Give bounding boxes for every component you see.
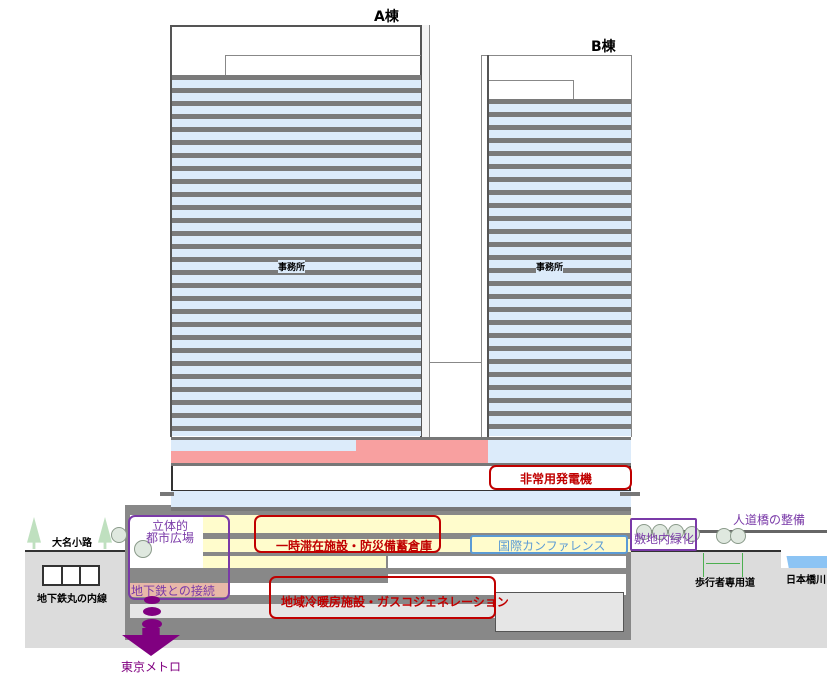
conference-label: 国際カンファレンス xyxy=(498,539,606,553)
conference-box xyxy=(470,535,628,554)
subway-line-label: 地下鉄丸の内線 xyxy=(37,594,107,605)
lobby xyxy=(171,489,631,511)
bridge-label: 人道橋の整備 xyxy=(733,513,806,527)
pink-floor-2 xyxy=(356,440,488,452)
tree-icon xyxy=(111,527,127,543)
greening-box xyxy=(630,518,697,551)
energy-label: 地域冷暖房施設・ガスコジェネレーション xyxy=(281,595,509,609)
river-water xyxy=(786,556,827,568)
tree-icon xyxy=(27,517,41,549)
pink-floor xyxy=(171,451,488,463)
metro-label: 東京メトロ xyxy=(121,660,182,674)
b3 xyxy=(130,604,500,618)
tower-b-roof-step xyxy=(489,80,574,99)
tower-a-core xyxy=(422,25,430,437)
street-label: 大名小路 xyxy=(52,538,92,549)
b2-white xyxy=(388,556,626,568)
generator-box xyxy=(489,465,632,490)
tree-icon xyxy=(652,524,668,540)
subway-tunnel xyxy=(42,565,100,586)
connector xyxy=(430,362,482,437)
energy-box xyxy=(269,576,496,619)
b2-yellow xyxy=(203,556,386,568)
walkway-arrow-icon xyxy=(703,553,743,577)
connection-dots xyxy=(142,596,162,629)
river-label: 日本橋川 xyxy=(786,575,826,586)
ledge-right xyxy=(620,492,640,496)
generator-label: 非常用発電機 xyxy=(520,472,593,486)
tower-b-office-label: 事務所 xyxy=(536,260,564,273)
b1-yellow xyxy=(203,515,631,533)
tower-b-label: B棟 xyxy=(591,39,616,55)
tower-a-roof-step xyxy=(225,55,421,75)
ledge-left xyxy=(160,492,174,496)
tree-icon xyxy=(98,517,112,549)
walkway-label: 歩行者専用道 xyxy=(695,578,755,589)
tree-icon xyxy=(134,540,152,558)
tree-icon xyxy=(668,524,684,540)
shelter-label: 一時滞在施設・防災備蓄倉庫 xyxy=(276,539,433,553)
tower-a-office-label: 事務所 xyxy=(278,260,306,273)
tower-b-inner xyxy=(487,55,489,437)
plaza-label-1: 立体的 xyxy=(152,519,189,533)
tower-a-label: A棟 xyxy=(374,9,399,25)
tree-icon xyxy=(636,524,652,540)
subway-connection-label: 地下鉄との接続 xyxy=(131,584,215,598)
plaza-label-2: 都市広場 xyxy=(146,531,195,545)
tower-a-floors xyxy=(172,75,421,436)
greening-label: 敷地内緑化 xyxy=(634,532,695,546)
plaza-box xyxy=(128,515,230,600)
b4 xyxy=(495,592,624,632)
tree-icon xyxy=(730,528,746,544)
shelter-box xyxy=(254,515,441,553)
connection-area xyxy=(130,583,229,597)
